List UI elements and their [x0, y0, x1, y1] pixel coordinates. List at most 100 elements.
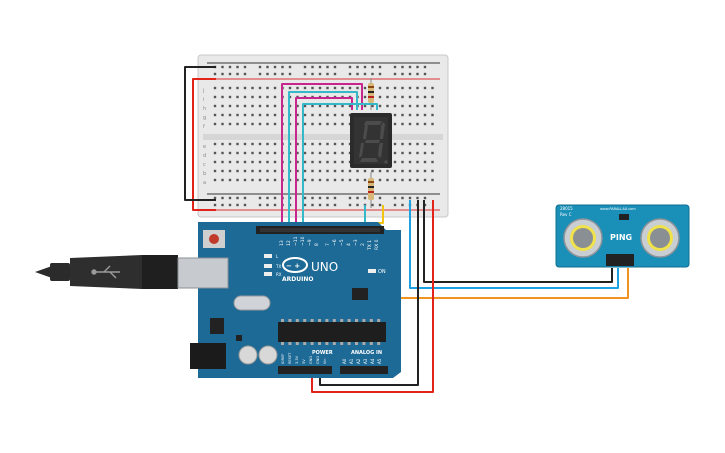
- breadboard-hole[interactable]: [236, 203, 239, 207]
- breadboard-hole[interactable]: [393, 203, 397, 207]
- breadboard-hole[interactable]: [273, 95, 277, 99]
- breadboard-hole[interactable]: [326, 196, 329, 200]
- breadboard-hole[interactable]: [386, 178, 389, 182]
- breadboard-hole[interactable]: [393, 196, 397, 200]
- breadboard-hole[interactable]: [303, 203, 307, 207]
- breadboard-hole[interactable]: [333, 178, 337, 182]
- breadboard-hole[interactable]: [318, 122, 322, 126]
- breadboard-hole[interactable]: [303, 122, 307, 126]
- breadboard-hole[interactable]: [408, 113, 412, 117]
- breadboard-hole[interactable]: [296, 160, 299, 164]
- breadboard-hole[interactable]: [341, 142, 344, 146]
- breadboard-hole[interactable]: [243, 169, 247, 173]
- breadboard-hole[interactable]: [228, 196, 232, 200]
- breadboard-hole[interactable]: [378, 196, 382, 200]
- breadboard-hole[interactable]: [213, 178, 217, 182]
- breadboard-hole[interactable]: [266, 151, 269, 155]
- breadboard-hole[interactable]: [333, 104, 337, 108]
- breadboard-hole[interactable]: [341, 122, 344, 126]
- breadboard[interactable]: j i h g f e d c b a: [197, 54, 449, 218]
- breadboard-hole[interactable]: [326, 122, 329, 126]
- arduino-uno-board[interactable]: − + ARDUINO UNO ON TX RX L POWER ANALOG …: [177, 222, 401, 378]
- breadboard-hole[interactable]: [401, 178, 404, 182]
- breadboard-hole[interactable]: [363, 72, 367, 76]
- breadboard-hole[interactable]: [363, 169, 367, 173]
- breadboard-hole[interactable]: [221, 122, 224, 126]
- breadboard-hole[interactable]: [296, 86, 299, 90]
- breadboard-hole[interactable]: [333, 160, 337, 164]
- breadboard-hole[interactable]: [333, 65, 337, 69]
- breadboard-hole[interactable]: [273, 65, 277, 69]
- breadboard-hole[interactable]: [243, 203, 247, 207]
- breadboard-hole[interactable]: [333, 203, 337, 207]
- breadboard-hole[interactable]: [228, 86, 232, 90]
- breadboard-hole[interactable]: [303, 160, 307, 164]
- breadboard-hole[interactable]: [401, 203, 404, 207]
- breadboard-hole[interactable]: [431, 113, 434, 117]
- breadboard-hole[interactable]: [228, 169, 232, 173]
- breadboard-hole[interactable]: [393, 160, 397, 164]
- breadboard-hole[interactable]: [296, 122, 299, 126]
- resistor-bottom[interactable]: [368, 172, 374, 208]
- breadboard-hole[interactable]: [273, 142, 277, 146]
- breadboard-hole[interactable]: [401, 95, 404, 99]
- breadboard-hole[interactable]: [213, 142, 217, 146]
- breadboard-hole[interactable]: [326, 142, 329, 146]
- breadboard-hole[interactable]: [363, 86, 367, 90]
- breadboard-hole[interactable]: [408, 122, 412, 126]
- breadboard-hole[interactable]: [273, 203, 277, 207]
- breadboard-hole[interactable]: [333, 142, 337, 146]
- breadboard-hole[interactable]: [311, 178, 314, 182]
- breadboard-hole[interactable]: [258, 160, 262, 164]
- breadboard-hole[interactable]: [311, 196, 314, 200]
- breadboard-hole[interactable]: [341, 169, 344, 173]
- breadboard-hole[interactable]: [318, 142, 322, 146]
- breadboard-hole[interactable]: [213, 113, 217, 117]
- breadboard-hole[interactable]: [258, 142, 262, 146]
- breadboard-hole[interactable]: [333, 122, 337, 126]
- breadboard-hole[interactable]: [356, 86, 359, 90]
- breadboard-hole[interactable]: [371, 169, 374, 173]
- breadboard-hole[interactable]: [408, 142, 412, 146]
- breadboard-hole[interactable]: [318, 65, 322, 69]
- breadboard-hole[interactable]: [416, 72, 419, 76]
- breadboard-hole[interactable]: [273, 196, 277, 200]
- breadboard-hole[interactable]: [243, 196, 247, 200]
- breadboard-hole[interactable]: [266, 203, 269, 207]
- breadboard-hole[interactable]: [408, 160, 412, 164]
- breadboard-hole[interactable]: [258, 169, 262, 173]
- wire-magenta-1[interactable]: [281, 83, 363, 232]
- breadboard-hole[interactable]: [416, 160, 419, 164]
- breadboard-hole[interactable]: [266, 104, 269, 108]
- breadboard-hole[interactable]: [243, 65, 247, 69]
- breadboard-hole[interactable]: [251, 95, 254, 99]
- breadboard-hole[interactable]: [221, 104, 224, 108]
- breadboard-hole[interactable]: [258, 122, 262, 126]
- resistor-top[interactable]: [368, 78, 374, 110]
- wire-black-sensor[interactable]: [423, 200, 613, 283]
- breadboard-hole[interactable]: [213, 160, 217, 164]
- breadboard-hole[interactable]: [401, 72, 404, 76]
- breadboard-hole[interactable]: [266, 178, 269, 182]
- breadboard-hole[interactable]: [363, 196, 367, 200]
- breadboard-hole[interactable]: [356, 196, 359, 200]
- breadboard-hole[interactable]: [243, 86, 247, 90]
- breadboard-hole[interactable]: [401, 142, 404, 146]
- breadboard-hole[interactable]: [266, 86, 269, 90]
- breadboard-hole[interactable]: [408, 169, 412, 173]
- breadboard-hole[interactable]: [393, 178, 397, 182]
- breadboard-hole[interactable]: [303, 142, 307, 146]
- breadboard-hole[interactable]: [378, 72, 382, 76]
- breadboard-hole[interactable]: [228, 122, 232, 126]
- breadboard-hole[interactable]: [408, 65, 412, 69]
- breadboard-hole[interactable]: [386, 104, 389, 108]
- breadboard-hole[interactable]: [251, 113, 254, 117]
- breadboard-hole[interactable]: [341, 86, 344, 90]
- breadboard-hole[interactable]: [221, 160, 224, 164]
- breadboard-hole[interactable]: [423, 95, 427, 99]
- breadboard-hole[interactable]: [213, 86, 217, 90]
- breadboard-hole[interactable]: [348, 86, 352, 90]
- breadboard-hole[interactable]: [281, 72, 284, 76]
- breadboard-hole[interactable]: [273, 178, 277, 182]
- breadboard-hole[interactable]: [258, 104, 262, 108]
